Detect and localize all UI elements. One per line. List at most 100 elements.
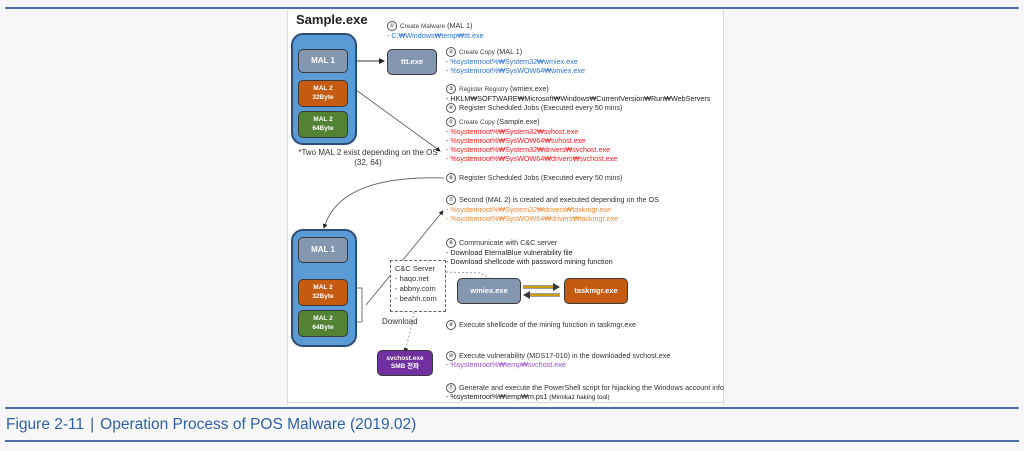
ttt-exe-box: ttt.exe [387, 49, 437, 75]
mal2-size-label: 32Byte [312, 292, 334, 300]
caption-bottom-rule [5, 440, 1019, 442]
step-label: Generate and execute the PowerShell scri… [459, 383, 724, 392]
mal2-label: MAL 2 [313, 116, 333, 124]
figure-caption: Figure 2-11 | Operation Process of POS Mal… [6, 416, 416, 434]
mal2-size-label: 64Byte [312, 323, 334, 331]
caption-separator: | [90, 416, 95, 433]
mal2-label: MAL 2 [313, 284, 333, 292]
taskmgr-exe-box: taskmgr.exe [564, 278, 628, 304]
step-5-path: - %systemroot%₩System32₩svhost.exe [446, 127, 579, 136]
step-11-path-note: (Mimikaz haking tool) [547, 394, 610, 401]
step-label: Register Registry [459, 86, 509, 93]
download-label: Download [382, 317, 418, 326]
wmiex-label: wmiex.exe [470, 286, 508, 296]
step-8-item: - Download EternalBlue vulnerability fil… [446, 248, 573, 257]
mal2-label: MAL 2 [313, 85, 333, 93]
diagram-panel [287, 10, 724, 405]
step-detail: (MAL 1) [496, 47, 523, 56]
step-label: Create Copy [459, 119, 495, 126]
diagram-title: Sample.exe [296, 12, 368, 27]
step-label: Second (MAL 2) is created and executed d… [459, 195, 659, 204]
caption-text: Operation Process of POS Malware (2019.0… [100, 416, 417, 433]
mal2-size-label: 64Byte [312, 124, 334, 132]
step-5-path: - %systemroot%₩SysWOW64₩svhost.exe [446, 136, 586, 145]
mal1-box-bottom: MAL 1 [298, 237, 348, 263]
step-label: Communicate with C&C server [459, 238, 558, 247]
step-2-path: - %systemroot%₩System32₩wmiex.exe [446, 57, 578, 66]
cnc-domain: - haqo.net [395, 274, 429, 284]
step-number: ⑥ [446, 173, 456, 184]
step-3-path: - HKLM₩SOFTWARE₩Microsoft₩Windows₩Curren… [446, 94, 711, 103]
top-rule [5, 7, 1019, 9]
step-number: ⑪ [446, 383, 456, 394]
step-number: ⑤ [446, 117, 456, 128]
step-number: ① [387, 21, 397, 32]
step-detail: (MAL 1) [447, 21, 473, 30]
arrow-mal2-to-step7 [365, 210, 444, 306]
cnc-title: C&C Server [395, 264, 436, 273]
os-note: *Two MAL 2 exist depending on the OS (32… [298, 148, 438, 168]
taskmgr-label: taskmgr.exe [574, 286, 618, 296]
mal1-label: MAL 1 [311, 56, 335, 65]
step-11-path: - %systemroot%₩temp₩m.ps1 (Mimikaz hakin… [446, 392, 610, 402]
wmiex-exe-box: wmiex.exe [457, 278, 521, 304]
mal2-size-label: 32Byte [312, 93, 334, 101]
exchange-arrows [523, 283, 560, 299]
step-label: Execute shellcode of the mining function… [459, 320, 636, 329]
cnc-server-box: C&C Server - haqo.net - abbny.com - beah… [390, 260, 446, 312]
step-5-path: - %systemroot%₩SysWOW64₩drivers₩svchost.… [446, 154, 618, 163]
step-number: ③ [446, 84, 456, 95]
step-label: Register Scheduled Jobs (Executed every … [459, 173, 623, 182]
cnc-domain: - abbny.com [395, 284, 436, 294]
smb-label: SMB 전파 [390, 363, 420, 370]
step-11-path-text: - %systemroot%₩temp₩m.ps1 [446, 392, 548, 401]
step-detail: (Sample.exe) [496, 117, 540, 126]
step-10-path: - %systemroot%₩temp₩svchost.exe [446, 360, 566, 369]
step-label: Create Malware [400, 23, 446, 30]
step-label: Execute vulnerability (MDS17-010) in the… [459, 351, 671, 360]
step-7-path: - %systemroot%₩SysWOW64₩drivers₩taskmgr.… [446, 214, 619, 223]
cnc-domain: - beahh.com [395, 294, 437, 304]
mal1-box: MAL 1 [298, 49, 348, 73]
mal2-label: MAL 2 [313, 315, 333, 323]
panel-bottom-border [287, 402, 723, 403]
step-label: Register Scheduled Jobs (Executed every … [459, 103, 623, 112]
step-8-item: - Download shellcode with password minin… [446, 257, 613, 266]
step-number: ⑩ [446, 351, 456, 362]
mal1-label: MAL 1 [311, 245, 335, 254]
step-label: Create Copy [459, 49, 495, 56]
arrow-mal2-to-step5 [351, 86, 441, 152]
step-number: ⑨ [446, 320, 456, 331]
step-detail: (wmiex.exe) [510, 84, 549, 93]
ttt-label: ttt.exe [400, 57, 424, 67]
step-number: ④ [446, 103, 456, 114]
caption-top-rule [5, 407, 1019, 409]
step-number: ⑧ [446, 238, 456, 249]
step-5-path: - %systemroot%₩System32₩drivers₩svchost.… [446, 145, 611, 154]
step-1-path: - C:₩Windows₩temp₩ttt.exe [387, 31, 484, 40]
svchost-label: svchost.exe [386, 354, 424, 362]
figure-number: Figure 2-11 [6, 416, 85, 433]
step-number: ⑦ [446, 195, 456, 206]
arrow-step6-to-container [322, 177, 445, 229]
step-7-path: - %systemroot%₩System32₩drivers₩taskmgr.… [446, 205, 611, 214]
download-dotted [403, 311, 415, 353]
step-number: ② [446, 47, 456, 58]
